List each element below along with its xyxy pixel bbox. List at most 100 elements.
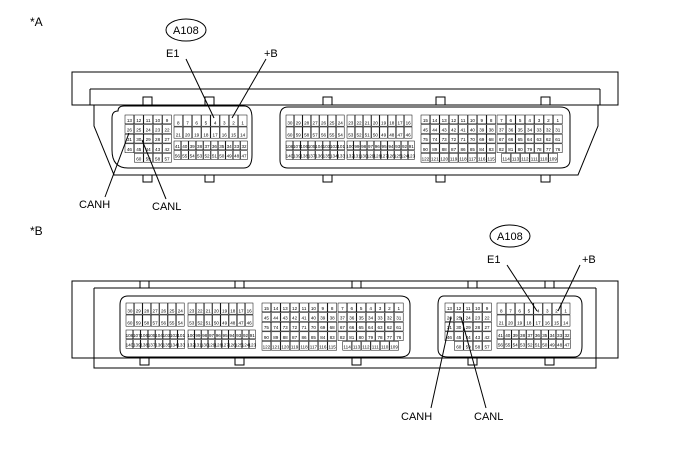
view-a-small-right-lower-pin-cell xyxy=(225,150,233,160)
view-a-large-b1-lower-pin-cell xyxy=(293,140,301,151)
view-b-large-b3-pin-cell xyxy=(261,321,272,332)
view-b-large-b3-pin-cell xyxy=(308,302,319,313)
view-b-small-left-pin-number: 44 xyxy=(466,335,472,340)
view-a-small-right-lower-pin-cell xyxy=(173,150,182,160)
view-b-large-b2-pin-cell xyxy=(187,314,196,327)
view-b-small-left-pin-number: 9 xyxy=(486,306,489,311)
view-a-small-right-pin-cell xyxy=(219,114,229,127)
view-a-large-b3-pin-number: 90 xyxy=(423,147,429,152)
view-b-large-b4-pin-cell xyxy=(356,331,366,341)
view-b-large-b4-pin-cell xyxy=(384,321,395,332)
view-a-small-left-pin-number: 43 xyxy=(155,147,161,152)
view-a-large-b3-pin-cell xyxy=(439,114,449,125)
view-b-small-right-lower-pin-cell xyxy=(496,339,505,349)
view-b-large-b3-pin-number: 119 xyxy=(291,344,299,349)
view-a-large-b4-pin-number: 37 xyxy=(499,128,505,133)
view-a-small-left-pin-number: 31 xyxy=(127,137,133,142)
view-a-large-b2-pin-number: 53 xyxy=(348,132,354,137)
view-a-large-b4-pin-cell xyxy=(534,143,544,153)
view-b-large-b1-pin-cell xyxy=(167,302,177,315)
view-b-large-b4-pin-cell xyxy=(347,312,357,322)
view-a-large-b4-pin-cell xyxy=(524,124,535,134)
view-a-large-b4-pin-cell xyxy=(496,124,507,134)
view-a-large-b2-lower-pin-cell xyxy=(401,150,408,160)
view-b-small-right-lower-pin-cell xyxy=(504,339,512,349)
view-b-large-b2-lower-pin-cell xyxy=(248,339,256,349)
view-b-small-right-pin-number: 6 xyxy=(518,308,521,313)
view-b-small-right-pin-cell xyxy=(551,314,562,327)
view-a-large-b3-pin-cell xyxy=(430,133,440,144)
view-a-large-b1-pin-number: 59 xyxy=(296,132,302,137)
view-a-large-b2-lower-pin-cell xyxy=(407,140,415,151)
view-b-large-b2-pin-number: 48 xyxy=(230,320,236,325)
view-b-large-b1-lower-pin-number: 104 xyxy=(155,333,163,338)
view-b-large-b2-pin-number: 19 xyxy=(222,308,228,313)
view-a-large-b4-pin-number: 4 xyxy=(528,118,531,123)
view-b-large-b1-lower-pin-cell xyxy=(140,339,148,349)
view-a-large-b3-pin-number: 38 xyxy=(489,128,495,133)
view-b-large-b3-pin-number: 71 xyxy=(301,325,307,330)
view-a-large-b3-pin-cell xyxy=(430,124,440,134)
view-b-large-b2-lower-pin-cell xyxy=(248,329,256,340)
view-a-small-right-pin-number: 17 xyxy=(213,132,219,137)
view-a-large-b2-lower-pin-cell xyxy=(373,140,381,151)
view-a-large-b2-lower-pin-cell xyxy=(380,140,388,151)
view-b-small-left-pin-cell xyxy=(463,302,473,313)
view-a-large-b4-pin-cell xyxy=(553,114,563,125)
view-a-large-b1-lower-pin-cell xyxy=(322,150,331,160)
view-a-small-left-pin-number: 26 xyxy=(127,128,133,133)
view-b-large-b4-pin-number: 62 xyxy=(387,325,393,330)
view-a-large-b1-pin-number: 28 xyxy=(304,120,310,125)
view-a-small-left-pin-cell xyxy=(143,133,153,144)
view-a-small-left-pin-cell xyxy=(143,124,153,134)
view-b-large-b1-lower-pin-number: 140 xyxy=(126,343,134,348)
view-b-large-b4-pin-number: 37 xyxy=(340,316,346,321)
view-b-small-right-lower-pin-cell xyxy=(518,329,527,340)
view-a-large-b3-pin-number: 118 xyxy=(459,156,467,161)
view-b-e1-label: E1 xyxy=(487,254,500,266)
view-a-small-left-pin-cell xyxy=(134,153,144,163)
view-a-large-b4-pin-cell xyxy=(534,124,544,134)
view-b-small-right-pin-number: 7 xyxy=(509,308,512,313)
view-a-large-b2-lower-pin-cell xyxy=(360,150,368,160)
view-b-small-right-lower-pin-cell xyxy=(533,329,542,340)
view-b-large-b2-pin-cell xyxy=(220,314,229,327)
view-b-small-left-pin-number: 30 xyxy=(456,325,462,330)
view-a-small-right-pin-cell xyxy=(201,126,211,139)
view-a-large-b1-lower-pin-number: 140 xyxy=(286,154,294,159)
view-a-small-right-pin-number: 21 xyxy=(176,132,182,137)
view-a-large-b1-pin-number: 57 xyxy=(313,132,319,137)
view-b-small-left-pin-number: 60 xyxy=(456,344,462,349)
view-b-small-right-lower-pin-number: 36 xyxy=(535,333,541,338)
view-b-small-right-lower-pin-number: 35 xyxy=(542,333,548,338)
view-b-small-right-pin-number: 18 xyxy=(526,320,532,325)
view-b-large-b1-pin-cell xyxy=(125,302,135,315)
view-b-large-b1-lower-pin-cell xyxy=(147,339,156,349)
view-b-large-b2-lower-pin-number: 95 xyxy=(223,333,229,338)
view-a-large-b3-pin-number: 14 xyxy=(432,118,438,123)
view-b-small-right-lower-pin-cell xyxy=(526,339,534,349)
view-b-large-b4-pin-number: 63 xyxy=(377,325,383,330)
view-a-large-b3-pin-cell xyxy=(420,114,431,125)
view-a-small-left-pin-cell xyxy=(143,114,153,125)
view-a-large-b2-pin-number: 51 xyxy=(365,132,371,137)
view-b-large-b1-lower-pin-cell xyxy=(133,339,141,349)
view-b-connector-code-oval xyxy=(489,224,531,248)
view-a-large-b1-lower-pin-number: 108 xyxy=(286,144,294,149)
view-a-large-b1-lower-pin-number: 103 xyxy=(323,144,331,149)
view-a-small-right-pin-cell xyxy=(238,114,248,127)
view-b-large-b4-pin-number: 109 xyxy=(390,344,398,349)
view-b-large-b2-pin-cell xyxy=(204,314,213,327)
view-b-large-b2-pin-cell xyxy=(236,314,246,327)
view-b-small-left-pin-number: 12 xyxy=(456,306,462,311)
view-b-small-left-pin-cell xyxy=(482,312,492,322)
view-b-small-right-pin-cell xyxy=(542,314,552,327)
view-b-small-right-pin-number: 21 xyxy=(499,320,505,325)
view-b-large-b4-pin-cell xyxy=(384,312,395,322)
view-b-large-b4-pin-number: 34 xyxy=(368,316,374,321)
view-a-small-left-pin-cell xyxy=(134,133,144,144)
view-a-small-right-lower-pin-cell xyxy=(232,150,241,160)
view-b-large-b3-pin-cell xyxy=(280,302,290,313)
view-b-small-right-pin-number: 20 xyxy=(508,320,514,325)
view-a-large-b3-pin-number: 87 xyxy=(451,147,457,152)
